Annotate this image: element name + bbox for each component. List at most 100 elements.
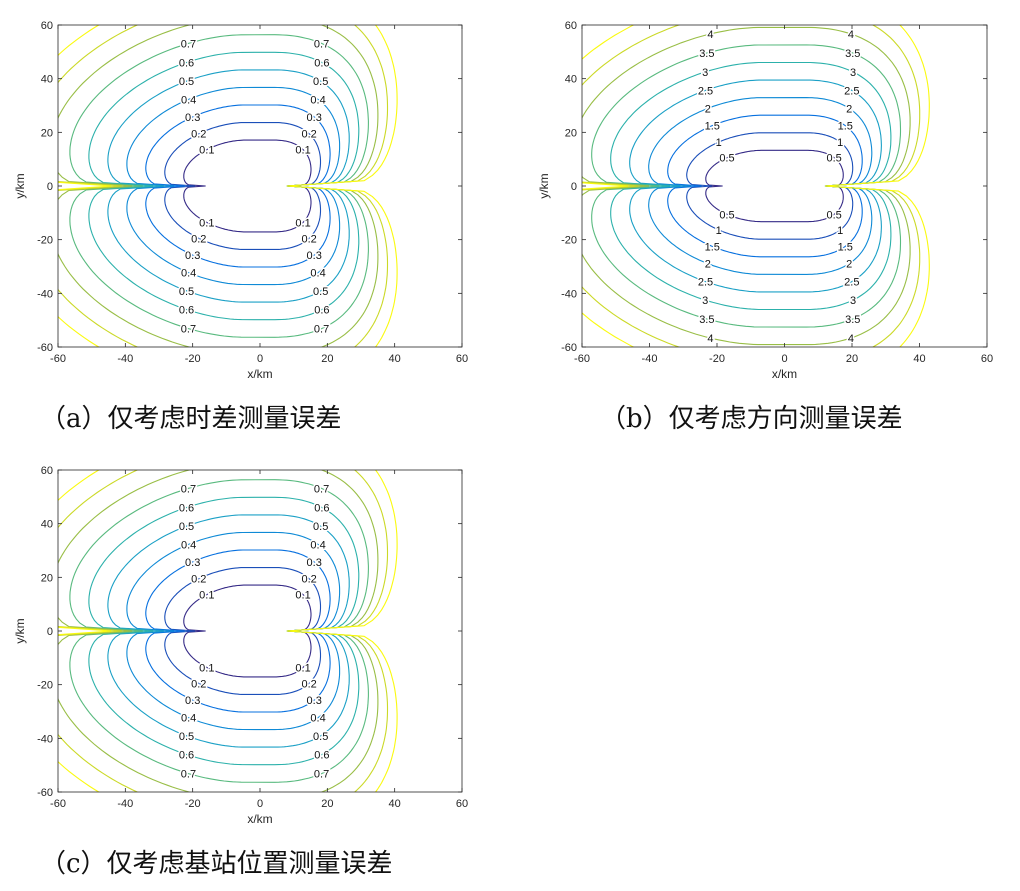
contour-label-lower-r-0: 0.1 [199, 217, 214, 229]
contour-line-upper-7 [58, 470, 379, 632]
y-axis-label: y/km [13, 173, 27, 198]
contour-label-upper-l-5: 0.6 [314, 57, 329, 69]
contour-label-lower-r-0: 0.5 [719, 209, 734, 221]
contour-label-lower-l-2: 0.3 [307, 250, 322, 262]
y-tick-label: -40 [37, 733, 53, 745]
contour-line-lower-7 [58, 185, 379, 347]
contour-line-lower-8 [582, 185, 921, 347]
contour-label-upper-r-0: 0.5 [719, 153, 734, 165]
contour-line-upper-2 [667, 114, 863, 187]
x-axis-label: x/km [772, 367, 797, 381]
contour-line-lower-5 [610, 185, 892, 311]
contour-label-lower-r-5: 0.6 [179, 305, 194, 317]
contour-label-lower-l-6: 3.5 [845, 314, 860, 326]
contour-label-lower-l-5: 3 [850, 295, 856, 307]
contour-label-lower-r-3: 0.4 [181, 268, 196, 280]
contour-line-lower-4 [107, 630, 350, 748]
x-tick-label: 0 [257, 353, 263, 365]
contour-line-upper-7 [58, 25, 379, 187]
contour-label-upper-r-5: 0.6 [179, 502, 194, 514]
contour-line-lower-3 [126, 185, 341, 286]
x-tick-label: 40 [913, 353, 925, 365]
contour-label-lower-r-5: 0.6 [179, 750, 194, 762]
contour-label-upper-r-1: 1 [716, 137, 722, 149]
x-tick-label: -60 [574, 353, 590, 365]
x-tick-label: -60 [50, 798, 66, 810]
contour-line-upper-3 [126, 531, 341, 632]
contour-label-upper-l-4: 0.5 [313, 76, 328, 88]
contour-label-lower-l-3: 0.4 [310, 268, 325, 280]
contour-label-lower-l-4: 2.5 [844, 277, 859, 289]
contour-line-upper-8 [58, 470, 389, 632]
contour-line-upper-2 [145, 104, 331, 187]
x-tick-label: -40 [117, 353, 133, 365]
y-tick-label: 20 [565, 127, 577, 139]
contour-label-lower-r-4: 0.5 [179, 286, 194, 298]
y-tick-label: -20 [561, 235, 577, 247]
contour-label-lower-l-2: 0.3 [307, 695, 322, 707]
y-tick-label: 60 [565, 20, 577, 32]
contour-line-lower-6 [69, 630, 369, 783]
contour-line-upper-4 [629, 79, 882, 187]
contour-line-upper-9 [58, 470, 398, 632]
contour-label-upper-r-7: 4 [707, 29, 713, 41]
y-tick-label: -60 [37, 787, 53, 799]
contour-label-upper-r-6: 3.5 [699, 48, 714, 60]
contour-label-lower-r-1: 0.2 [191, 678, 206, 690]
contour-label-lower-l-0: 0.1 [295, 217, 310, 229]
contour-label-upper-l-2: 0.3 [307, 112, 322, 124]
x-tick-label: 20 [321, 353, 333, 365]
contour-line-upper-5 [88, 496, 360, 632]
contour-line-lower-7 [582, 185, 911, 346]
contour-label-lower-l-6: 0.7 [314, 769, 329, 781]
contour-line-lower-1 [164, 630, 322, 695]
contour-label-upper-l-6: 0.7 [314, 483, 329, 495]
x-tick-label: 20 [321, 798, 333, 810]
y-tick-label: 60 [41, 465, 53, 477]
contour-line-upper-6 [591, 44, 902, 187]
contour-label-lower-r-7: 4 [707, 333, 713, 345]
contour-label-upper-r-4: 0.5 [179, 76, 194, 88]
contour-line-lower-6 [591, 185, 902, 328]
contour-label-lower-l-2: 1.5 [838, 241, 853, 253]
contour-label-lower-l-1: 0.2 [301, 233, 316, 245]
contour-label-lower-l-1: 1 [837, 225, 843, 237]
contour-line-lower-1 [164, 185, 322, 250]
contour-label-lower-r-2: 1.5 [705, 241, 720, 253]
x-axis-label: x/km [247, 812, 272, 826]
contour-label-upper-l-3: 0.4 [310, 94, 325, 106]
contour-label-upper-r-6: 0.7 [181, 38, 196, 50]
contour-label-upper-l-2: 1.5 [838, 121, 853, 133]
x-tick-label: -60 [50, 353, 66, 365]
contour-line-lower-3 [648, 185, 873, 275]
contour-label-upper-l-5: 3 [850, 67, 856, 79]
chart-panel-c: 0.10.10.10.10.20.20.20.20.30.30.30.30.40… [13, 465, 468, 826]
y-tick-label: -40 [37, 288, 53, 300]
contour-line-upper-3 [126, 86, 341, 187]
x-tick-label: 0 [257, 798, 263, 810]
contour-line-upper-6 [69, 479, 369, 632]
contour-label-upper-l-4: 2.5 [844, 85, 859, 97]
contour-label-lower-r-4: 2.5 [698, 277, 713, 289]
x-tick-label: -40 [642, 353, 658, 365]
contour-label-lower-r-3: 2 [705, 259, 711, 271]
contour-line-lower-6 [69, 185, 369, 338]
contour-label-upper-r-3: 2 [705, 103, 711, 115]
x-tick-label: 40 [389, 798, 401, 810]
y-tick-label: 0 [47, 181, 53, 193]
contour-label-upper-l-0: 0.1 [295, 145, 310, 157]
caption-c: （c）仅考虑基站位置测量误差 [40, 849, 393, 879]
contour-line-lower-9 [58, 630, 398, 792]
contour-line-upper-0 [183, 139, 312, 187]
caption-a: （a）仅考虑时差测量误差 [40, 404, 342, 434]
x-tick-label: 60 [456, 798, 468, 810]
contour-label-lower-r-5: 3 [702, 295, 708, 307]
contour-label-lower-r-6: 0.7 [181, 324, 196, 336]
contour-label-upper-l-3: 2 [846, 103, 852, 115]
contour-line-lower-8 [58, 185, 389, 347]
y-axis-label: y/km [537, 173, 551, 198]
contour-label-upper-r-5: 3 [702, 67, 708, 79]
contour-label-upper-r-6: 0.7 [181, 483, 196, 495]
contour-label-lower-l-7: 4 [848, 333, 854, 345]
